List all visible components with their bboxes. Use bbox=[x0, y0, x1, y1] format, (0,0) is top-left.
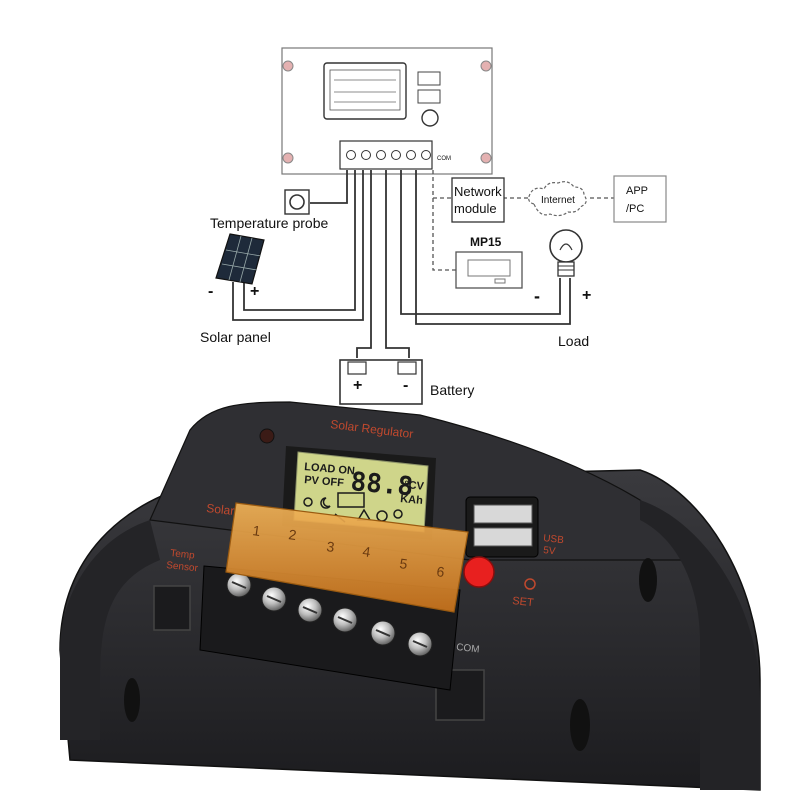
mp15-meter-icon bbox=[455, 251, 523, 289]
solar-label: Solar bbox=[206, 501, 235, 518]
solar-plus-sign: + bbox=[250, 283, 259, 300]
terminal-number-4: 4 bbox=[362, 543, 372, 560]
load-plus-sign: + bbox=[582, 287, 591, 304]
lcd-load-on: LOAD ON bbox=[304, 461, 356, 477]
usb-port-2[interactable] bbox=[473, 527, 533, 547]
terminal-cover[interactable] bbox=[225, 502, 469, 613]
app-label: APP bbox=[626, 185, 648, 197]
indicator-led bbox=[259, 428, 275, 444]
temp-sensor-port[interactable] bbox=[153, 585, 191, 631]
moon-icon bbox=[320, 497, 331, 509]
network-module-box bbox=[451, 177, 505, 223]
usb-ports[interactable] bbox=[465, 496, 539, 558]
solar-panel-icon bbox=[215, 233, 265, 285]
terminal-number-2: 2 bbox=[288, 526, 298, 543]
network-module-label-line2: module bbox=[454, 201, 497, 216]
temperature-probe-label: Temperature probe bbox=[210, 215, 329, 231]
set-label: SET bbox=[512, 595, 535, 609]
battery-icon: + - bbox=[339, 359, 423, 405]
terminal-number-6: 6 bbox=[436, 563, 446, 580]
lcd-units-bottom: KAh bbox=[400, 493, 424, 507]
com-text: COM bbox=[437, 156, 451, 162]
terminal-screw-3[interactable] bbox=[297, 597, 323, 623]
terminal-screw-6[interactable] bbox=[407, 631, 433, 657]
temperature-probe-icon bbox=[284, 189, 310, 215]
terminal-screw-2[interactable] bbox=[261, 586, 287, 612]
pc-label: /PC bbox=[626, 203, 644, 215]
terminal-screw-4[interactable] bbox=[332, 607, 358, 633]
terminal-number-3: 3 bbox=[326, 538, 336, 555]
temp-sensor-line1: Temp bbox=[170, 548, 196, 562]
terminal-numbers: 1 2 3 4 5 6 bbox=[252, 522, 446, 580]
load-label: Load bbox=[558, 333, 589, 349]
svg-text:+: + bbox=[353, 377, 362, 394]
temp-sensor-line2: Sensor bbox=[166, 560, 199, 574]
wires bbox=[232, 170, 571, 358]
internet-cloud-icon bbox=[528, 181, 587, 217]
usb-label-line2: 5V bbox=[543, 545, 557, 557]
solar-minus-sign: - bbox=[208, 283, 213, 300]
solar-panel-label: Solar panel bbox=[200, 329, 271, 345]
terminal-number-1: 1 bbox=[252, 522, 262, 539]
load-minus-sign: - bbox=[534, 286, 540, 306]
controller-outline: COM bbox=[281, 47, 493, 175]
mp15-label: MP15 bbox=[470, 235, 502, 249]
terminal-screw-5[interactable] bbox=[370, 620, 396, 646]
bulb-icon bbox=[393, 509, 403, 519]
power-icon bbox=[524, 578, 536, 590]
app-pc-box bbox=[613, 175, 667, 223]
terminal-number-5: 5 bbox=[399, 555, 409, 572]
terminal-screw-1[interactable] bbox=[226, 572, 252, 598]
lcd-outline bbox=[323, 62, 407, 120]
lamp-load-icon bbox=[549, 229, 583, 277]
battery-label: Battery bbox=[430, 382, 474, 398]
network-module-label-line1: Network bbox=[454, 184, 502, 199]
usb-label-line1: USB bbox=[543, 533, 565, 546]
lcd-pv-off: PV OFF bbox=[304, 474, 345, 489]
sun-icon bbox=[303, 497, 313, 507]
usb-port-1[interactable] bbox=[473, 504, 533, 524]
dashed-connections bbox=[432, 170, 614, 271]
panel-icon bbox=[337, 492, 365, 508]
set-button[interactable] bbox=[463, 556, 495, 588]
terminal-screws bbox=[226, 572, 433, 657]
svg-text:-: - bbox=[403, 377, 408, 394]
com-label: COM bbox=[456, 642, 480, 655]
internet-label: Internet bbox=[541, 195, 575, 206]
lcd-units-top: °CV bbox=[404, 479, 425, 493]
lcd-digits: 88.8 bbox=[349, 467, 414, 502]
